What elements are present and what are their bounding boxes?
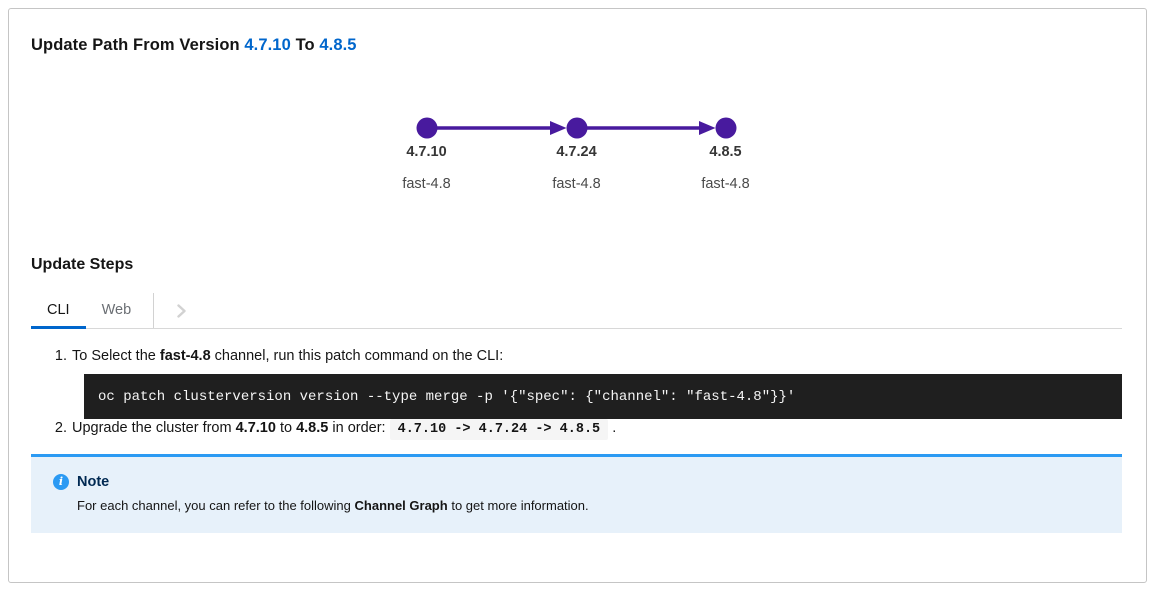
- step-1: 1. To Select the fast-4.8 channel, run t…: [31, 347, 1122, 366]
- steps-tabs: CLI Web: [31, 293, 1122, 329]
- node-version-label: 4.7.24: [556, 144, 597, 160]
- node-channel-label: fast-4.8: [402, 176, 451, 192]
- update-steps-heading: Update Steps: [31, 256, 134, 273]
- to-version-link[interactable]: 4.8.5: [319, 36, 357, 54]
- step-1-number: 1.: [54, 348, 67, 364]
- page-title: Update Path From Version 4.7.10 To 4.8.5: [31, 36, 1122, 55]
- cli-command-codeblock: oc patch clusterversion version --type m…: [84, 374, 1122, 419]
- graph-node-3[interactable]: [715, 117, 736, 139]
- graph-canvas[interactable]: [407, 107, 747, 149]
- info-alert-description: For each channel, you can refer to the f…: [77, 498, 1106, 513]
- step-1-text-post: channel, run this patch command on the C…: [214, 348, 504, 364]
- step-2-text-post: in order:: [332, 420, 386, 436]
- note-text-pre: For each channel, you can refer to the f…: [77, 498, 351, 513]
- update-path-graph: 4.7.10 4.7.24 4.8.5 fast-4.8 fast-4.8 fa…: [31, 107, 1122, 207]
- tab-scroll-right-button[interactable]: [153, 293, 209, 328]
- chevron-right-icon: [177, 303, 186, 318]
- tab-cli[interactable]: CLI: [31, 293, 86, 329]
- tab-web[interactable]: Web: [86, 293, 148, 328]
- node-channel-label: fast-4.8: [701, 176, 750, 192]
- upgrade-order-code: 4.7.10 -> 4.7.24 -> 4.8.5: [389, 419, 609, 440]
- node-version-label: 4.8.5: [709, 144, 742, 160]
- note-text-post: to get more information.: [451, 498, 589, 513]
- update-path-card: Update Path From Version 4.7.10 To 4.8.5: [8, 8, 1147, 583]
- from-version-link[interactable]: 4.7.10: [244, 36, 291, 54]
- info-alert: Note For each channel, you can refer to …: [31, 454, 1122, 533]
- step-1-channel: fast-4.8: [159, 348, 211, 364]
- tab-web-label: Web: [101, 302, 132, 318]
- node-version-label: 4.7.10: [406, 144, 447, 160]
- graph-node-1[interactable]: [416, 117, 437, 139]
- step-2-text-pre: Upgrade the cluster from: [72, 420, 232, 436]
- step-2-number: 2.: [54, 420, 67, 436]
- info-alert-title: Note: [77, 474, 110, 490]
- graph-node-2[interactable]: [566, 117, 587, 139]
- title-middle: To: [295, 36, 315, 54]
- step-2-text-mid: to: [279, 420, 293, 436]
- title-prefix: Update Path From Version: [31, 36, 240, 54]
- step-2-text: Upgrade the cluster from 4.7.10 to 4.8.5…: [72, 419, 617, 440]
- graph-arrowheads: [549, 121, 715, 135]
- step-2-to-version: 4.8.5: [296, 420, 329, 436]
- step-2-from-version: 4.7.10: [235, 420, 276, 436]
- info-icon: [53, 474, 69, 490]
- step-2-suffix: .: [612, 420, 617, 436]
- step-2: 2. Upgrade the cluster from 4.7.10 to 4.…: [31, 419, 1122, 440]
- node-channel-label: fast-4.8: [552, 176, 601, 192]
- tab-cli-label: CLI: [47, 302, 70, 318]
- step-1-text: To Select the fast-4.8 channel, run this…: [72, 347, 503, 366]
- step-1-text-pre: To Select the: [72, 348, 156, 364]
- steps-list: 1. To Select the fast-4.8 channel, run t…: [31, 347, 1122, 440]
- note-channel-graph: Channel Graph: [354, 498, 448, 513]
